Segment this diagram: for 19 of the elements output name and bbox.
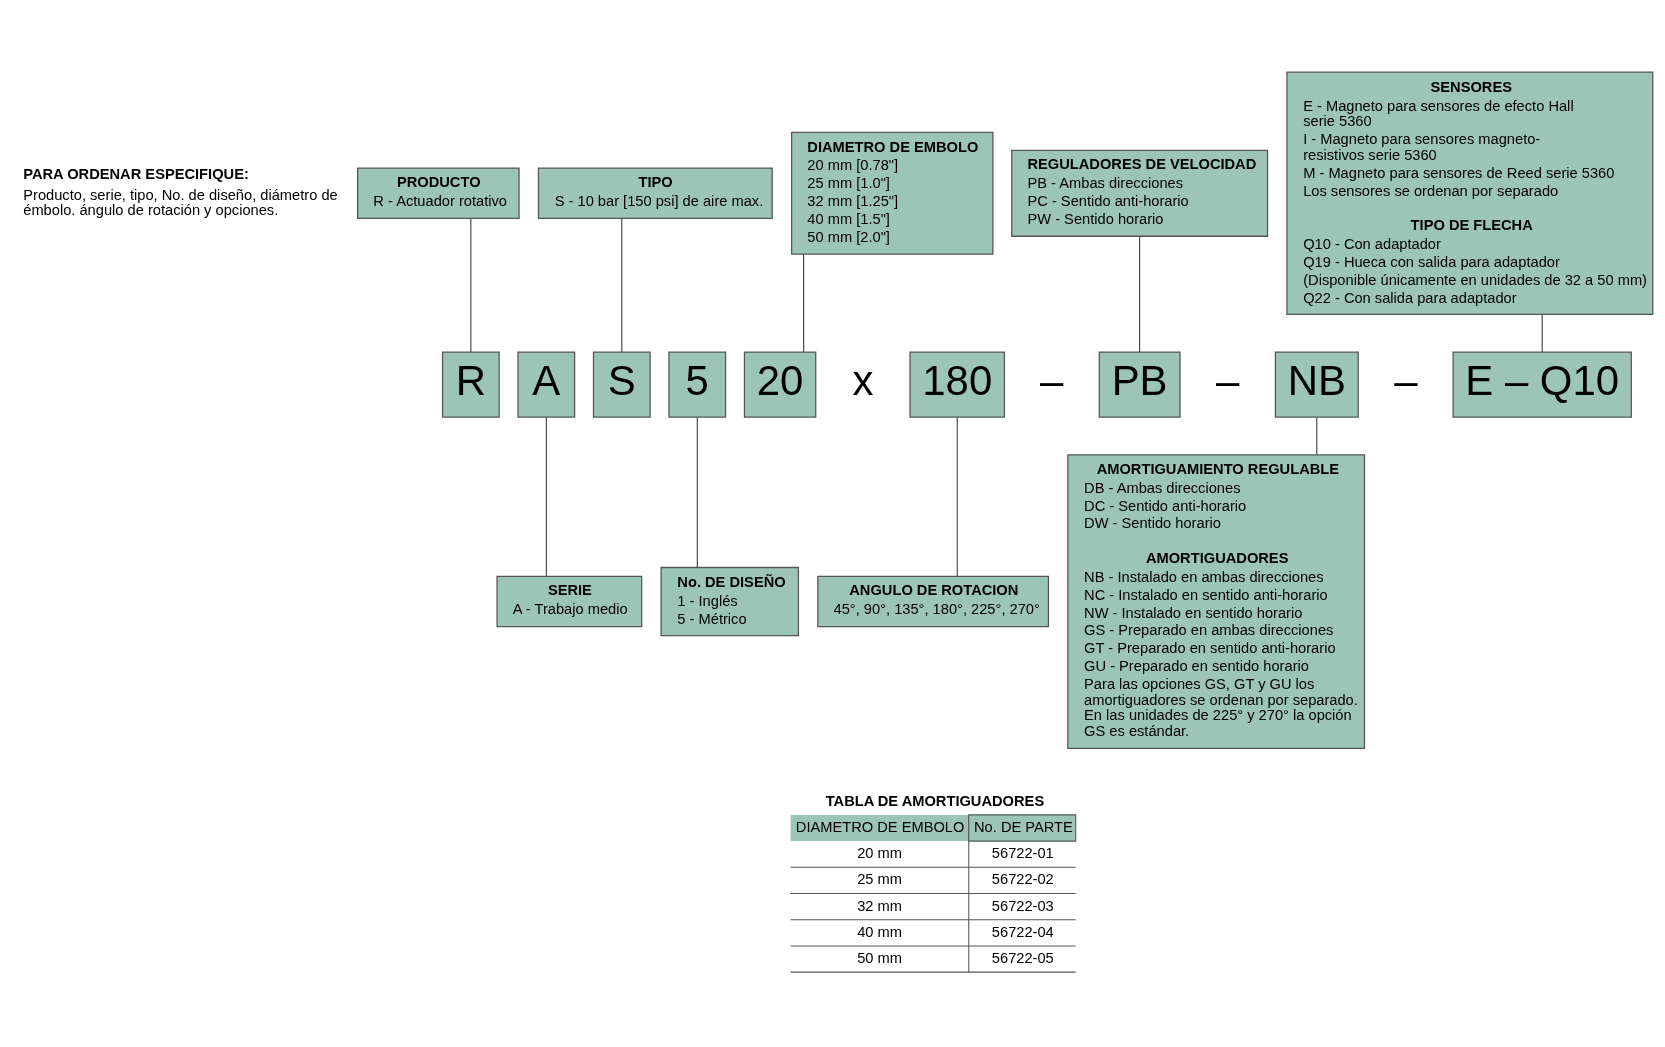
- label: PARA ORDENAR ESPECIFIQUE:: [23, 165, 249, 182]
- label: TABLA DE AMORTIGUADORES: [825, 792, 1045, 809]
- label: 40 mm: [857, 923, 902, 940]
- label: –: [1039, 356, 1064, 404]
- label: 56722-02: [991, 870, 1054, 887]
- label: Producto, serie, tipo, No. de diseño, diámetro de émbolo. ángulo de rotación y opciones.: [23, 186, 338, 218]
- label: 32 mm: [857, 897, 902, 913]
- label: No. DE PARTE: [974, 818, 1073, 835]
- label: –: [1394, 356, 1418, 404]
- label: 25 mm: [857, 870, 902, 887]
- label: –: [1216, 356, 1240, 404]
- label: 56722-04: [991, 923, 1054, 940]
- label: 56722-03: [991, 897, 1054, 913]
- label: 20 mm: [857, 844, 902, 861]
- label: DIAMETRO DE EMBOLO: [795, 818, 965, 835]
- label: x: [852, 356, 874, 404]
- label: 50 mm: [857, 949, 902, 966]
- label: 56722-01: [991, 844, 1054, 861]
- label: 56722-05: [991, 949, 1054, 966]
